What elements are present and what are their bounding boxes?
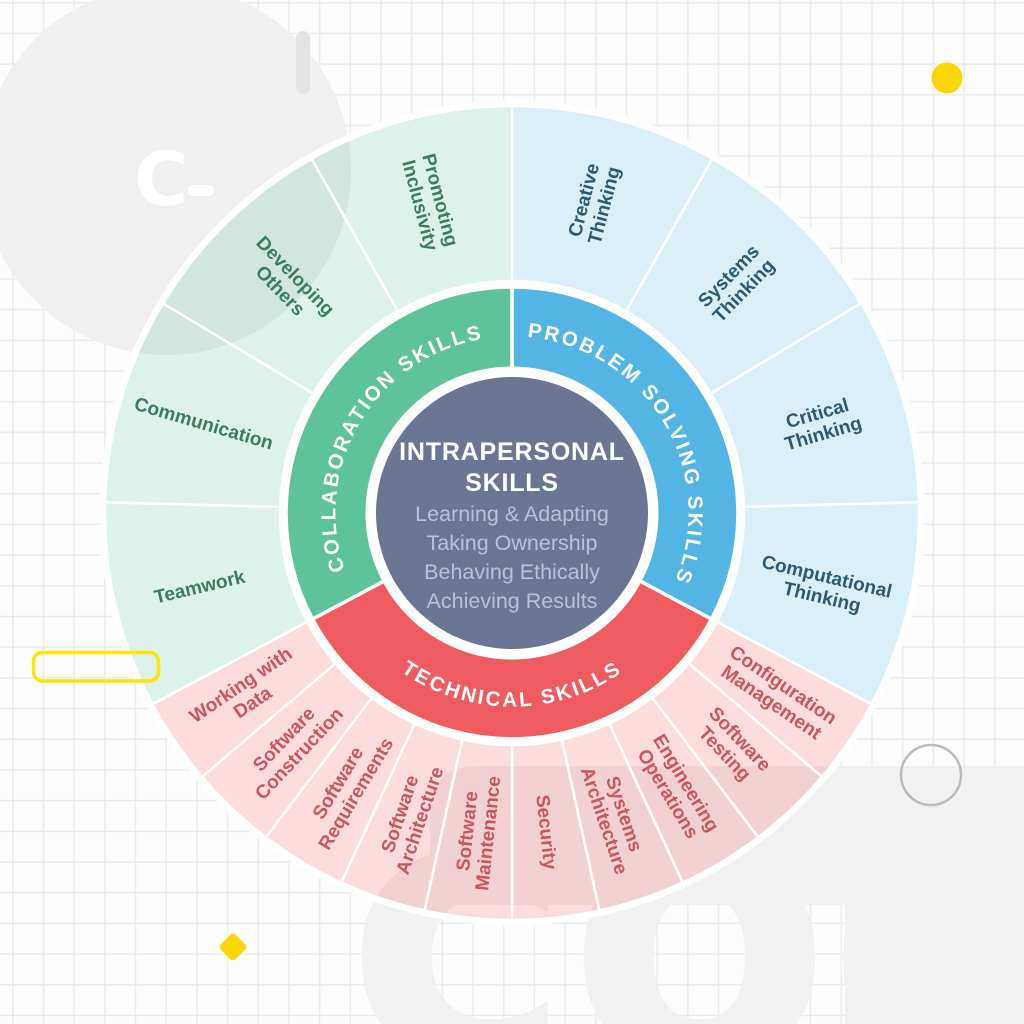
center-circle-border <box>365 366 659 660</box>
logo-letter: C <box>134 137 188 223</box>
center-circle <box>376 377 648 649</box>
yellow-diamond <box>219 933 247 961</box>
logo-cursor-dash <box>188 185 214 196</box>
outline-circle <box>899 743 963 807</box>
yellow-rect-outline <box>31 650 161 683</box>
outer-rim <box>99 100 925 926</box>
logo-circle <box>0 0 351 355</box>
yellow-dot <box>931 62 963 94</box>
watermark-panel <box>845 768 1024 1024</box>
gray-bar <box>296 31 310 94</box>
inner-separator-ring <box>279 280 745 746</box>
